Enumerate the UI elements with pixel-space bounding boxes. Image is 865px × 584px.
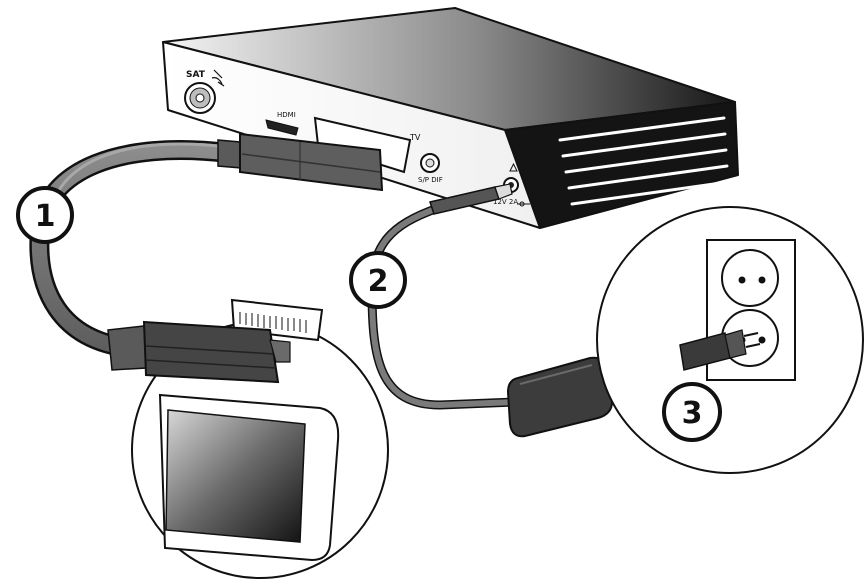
vent-slots xyxy=(558,116,730,206)
step-number-2: 2 xyxy=(368,264,389,299)
mains-plug xyxy=(679,329,761,371)
power-label: 12V 2A xyxy=(493,198,518,206)
warning-icon xyxy=(509,162,518,172)
step-number-3: 3 xyxy=(682,396,703,431)
step-badge-1: 1 xyxy=(16,186,74,244)
satellite-dish-icon xyxy=(211,69,225,87)
scart-tv-port xyxy=(313,116,412,174)
hdmi-label: HDMI xyxy=(277,111,296,119)
step-badge-2: 2 xyxy=(349,251,407,309)
scart-plug-receiver xyxy=(217,132,384,192)
sat-input-port xyxy=(184,82,216,114)
tv-screen xyxy=(165,409,306,543)
spdif-port xyxy=(420,153,440,173)
socket-top xyxy=(721,249,779,307)
tv-inset xyxy=(131,298,389,579)
receiver-box: SAT HDMI TV S/P DIF 12V 2A xyxy=(162,7,739,229)
spdif-label: S/P DIF xyxy=(418,176,443,184)
sat-label: SAT xyxy=(186,70,206,80)
power-adapter xyxy=(506,356,614,438)
wall-outlet-inset xyxy=(596,206,864,474)
hdmi-port xyxy=(265,119,299,136)
dc-jack-plug xyxy=(429,183,513,215)
scart-cable xyxy=(29,140,238,358)
tv-label: TV xyxy=(409,133,421,142)
step-badge-3: 3 xyxy=(662,382,722,442)
scart-plug-tv xyxy=(107,320,291,384)
television xyxy=(158,393,340,562)
polarity-icon xyxy=(517,201,530,207)
step-number-1: 1 xyxy=(35,199,56,234)
